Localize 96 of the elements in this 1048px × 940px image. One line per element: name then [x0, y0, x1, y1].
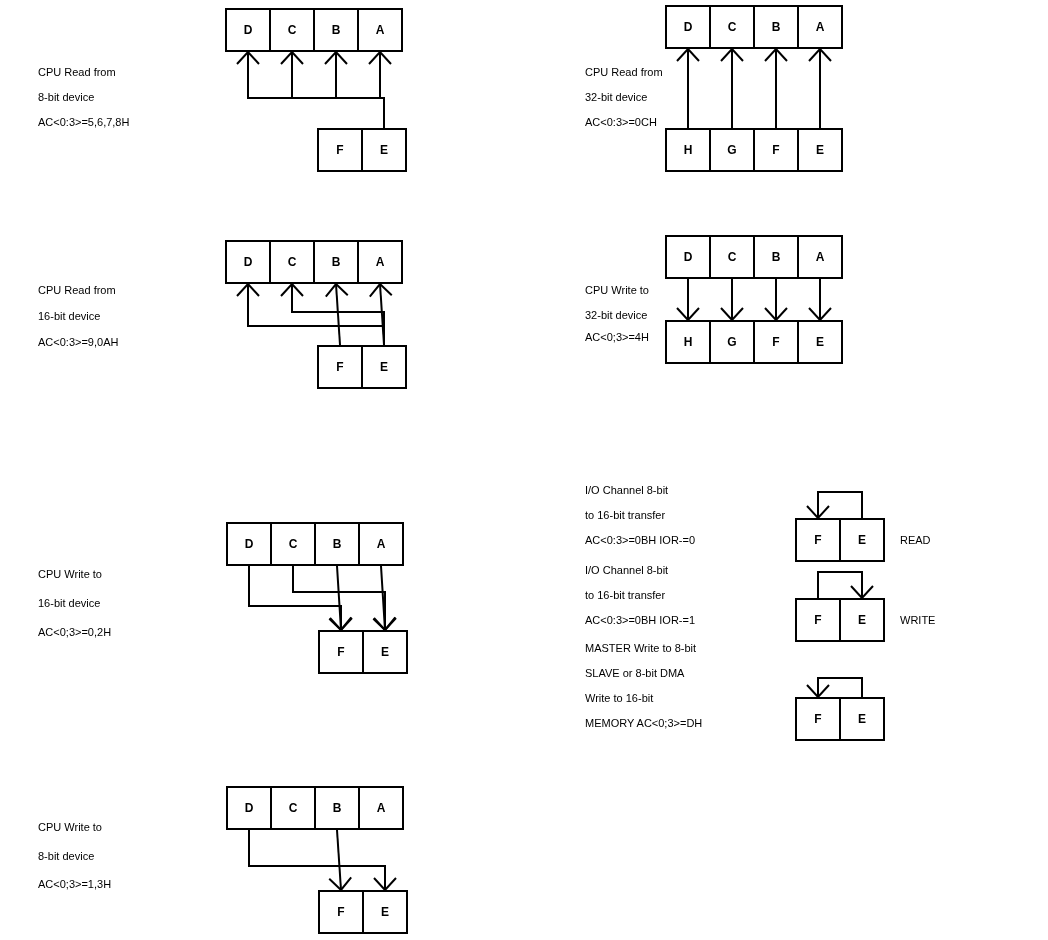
register-cell: D: [665, 5, 711, 49]
register-cell: E: [362, 630, 408, 674]
arrow: [676, 48, 700, 129]
description-text: I/O Channel 8-bit: [585, 483, 669, 497]
register-cell: F: [317, 128, 363, 172]
register-cell: E: [839, 518, 885, 562]
description-text: AC<0;3>=0,2H: [38, 625, 112, 639]
arrow: [806, 491, 863, 519]
description-text: 8-bit device: [38, 90, 95, 104]
arrow: [808, 48, 832, 129]
register-cell: A: [358, 522, 404, 566]
register-cell: G: [709, 320, 755, 364]
description-text: MEMORY AC<0;3>=DH: [585, 716, 703, 730]
register-cell: A: [357, 240, 403, 284]
arrow: [328, 829, 353, 891]
register-cell: E: [361, 345, 407, 389]
description-text: AC<0:3>=5,6,7,8H: [38, 115, 130, 129]
register-cell: E: [839, 598, 885, 642]
register-cell: H: [665, 128, 711, 172]
description-text: AC<0;3>=1,3H: [38, 877, 112, 891]
register-cell: A: [358, 786, 404, 830]
description-text: 16-bit device: [38, 596, 101, 610]
description-text: CPU Write to: [38, 820, 102, 834]
arrow: [720, 278, 744, 321]
register-cell: B: [753, 5, 799, 49]
register-cell: D: [225, 240, 271, 284]
arrow: [676, 278, 700, 321]
register-cell: C: [270, 786, 316, 830]
register-cell: B: [314, 522, 360, 566]
register-cell: D: [226, 786, 272, 830]
description-text: AC<0:3>=0BH IOR-=0: [585, 533, 696, 547]
arrow: [806, 677, 863, 698]
arrow: [248, 565, 353, 631]
register-cell: B: [313, 240, 359, 284]
arrow: [808, 278, 832, 321]
arrow: [292, 565, 397, 631]
register-cell: F: [753, 128, 799, 172]
register-cell: D: [226, 522, 272, 566]
arrow: [368, 283, 393, 346]
description-text: MASTER Write to 8-bit: [585, 641, 697, 655]
arrow: [324, 283, 349, 346]
description-text: CPU Write to: [585, 283, 649, 297]
description-text: AC<0:3>=0CH: [585, 115, 657, 129]
description-text: AC<0;3>=4H: [585, 330, 649, 344]
description-text: Write to 16-bit: [585, 691, 654, 705]
description-text: 32-bit device: [585, 90, 648, 104]
description-text: CPU Read from: [38, 283, 116, 297]
description-text: 16-bit device: [38, 309, 101, 323]
description-text: 32-bit device: [585, 308, 648, 322]
register-cell: F: [318, 630, 364, 674]
register-cell: F: [318, 890, 364, 934]
register-cell: E: [797, 320, 843, 364]
arrow: [372, 565, 397, 631]
register-cell: E: [362, 890, 408, 934]
register-cell: B: [313, 8, 359, 52]
register-cell: F: [753, 320, 799, 364]
description-text: to 16-bit transfer: [585, 508, 666, 522]
register-cell: B: [314, 786, 360, 830]
description-text: 8-bit device: [38, 849, 95, 863]
description-text: CPU Read from: [585, 65, 663, 79]
arrow: [328, 565, 353, 631]
register-cell: H: [665, 320, 711, 364]
register-cell: G: [709, 128, 755, 172]
arrow: [764, 278, 788, 321]
register-cell: C: [269, 240, 315, 284]
register-cell: C: [709, 235, 755, 279]
description-text: SLAVE or 8-bit DMA: [585, 666, 685, 680]
mode-label: READ: [900, 533, 931, 547]
register-cell: F: [795, 697, 841, 741]
description-text: CPU Read from: [38, 65, 116, 79]
register-cell: D: [665, 235, 711, 279]
arrow: [720, 48, 744, 129]
register-cell: B: [753, 235, 799, 279]
description-text: to 16-bit transfer: [585, 588, 666, 602]
register-cell: A: [357, 8, 403, 52]
description-text: AC<0:3>=9,0AH: [38, 335, 119, 349]
arrow: [368, 51, 392, 129]
description-text: I/O Channel 8-bit: [585, 563, 669, 577]
register-cell: F: [317, 345, 363, 389]
arrow: [764, 48, 788, 129]
register-cell: E: [361, 128, 407, 172]
register-cell: A: [797, 5, 843, 49]
register-cell: E: [797, 128, 843, 172]
arrow: [248, 829, 397, 891]
description-text: AC<0:3>=0BH IOR-=1: [585, 613, 696, 627]
mode-label: WRITE: [900, 613, 936, 627]
arrow: [817, 571, 874, 599]
register-cell: C: [709, 5, 755, 49]
register-cell: F: [795, 598, 841, 642]
description-text: CPU Write to: [38, 567, 102, 581]
register-cell: C: [270, 522, 316, 566]
register-cell: D: [225, 8, 271, 52]
register-cell: F: [795, 518, 841, 562]
register-cell: A: [797, 235, 843, 279]
register-cell: E: [839, 697, 885, 741]
register-cell: C: [269, 8, 315, 52]
